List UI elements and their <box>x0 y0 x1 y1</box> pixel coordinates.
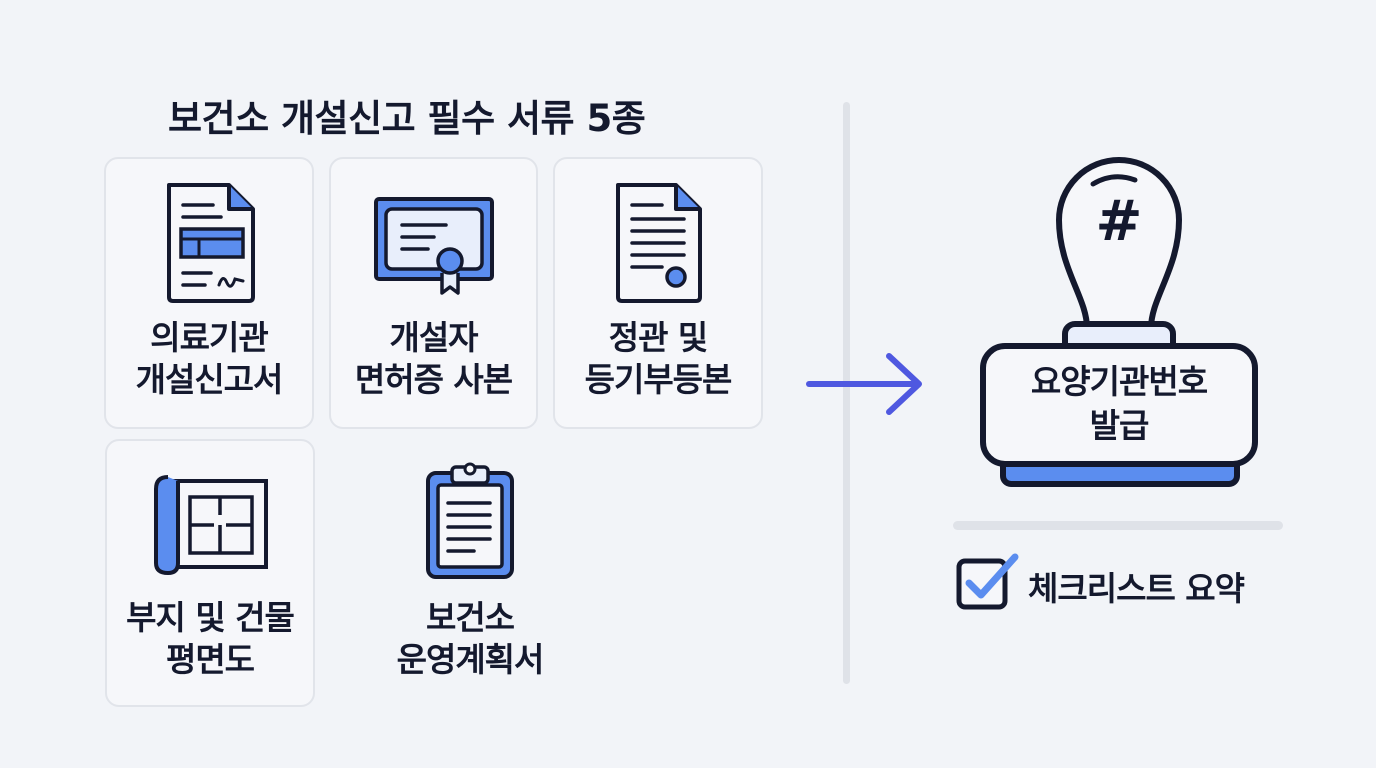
document-with-seal-icon <box>616 183 702 303</box>
stamp-label: 요양기관번호 발급 <box>1030 362 1208 445</box>
document-label: 부지 및 건물 평면도 <box>126 598 295 679</box>
document-card-license-copy: 개설자 면허증 사본 <box>329 157 538 429</box>
document-label: 의료기관 개설신고서 <box>135 318 284 399</box>
vertical-divider <box>843 102 850 684</box>
arrow-right-icon <box>806 353 922 415</box>
page-title: 보건소 개설신고 필수 서류 5종 <box>168 97 646 140</box>
checklist-summary-label: 체크리스트 요약 <box>1028 569 1245 608</box>
stamp-icon: # <box>980 157 1258 487</box>
form-document-icon <box>167 183 255 303</box>
document-card-application-form: 의료기관 개설신고서 <box>104 157 314 429</box>
document-card-operation-plan: 보건소 운영계획서 <box>355 439 585 707</box>
stamp-symbol: # <box>1096 189 1143 254</box>
certificate-icon <box>373 197 494 295</box>
document-card-articles-registry: 정관 및 등기부등본 <box>553 157 763 429</box>
document-label: 개설자 면허증 사본 <box>354 318 513 399</box>
document-label: 보건소 운영계획서 <box>396 598 545 679</box>
clipboard-icon <box>426 462 514 579</box>
floor-plan-icon <box>154 475 268 575</box>
document-label: 정관 및 등기부등본 <box>584 318 733 399</box>
horizontal-divider <box>953 521 1283 530</box>
document-card-floor-plan: 부지 및 건물 평면도 <box>105 439 315 707</box>
checkbox-checked-icon <box>956 553 1019 610</box>
